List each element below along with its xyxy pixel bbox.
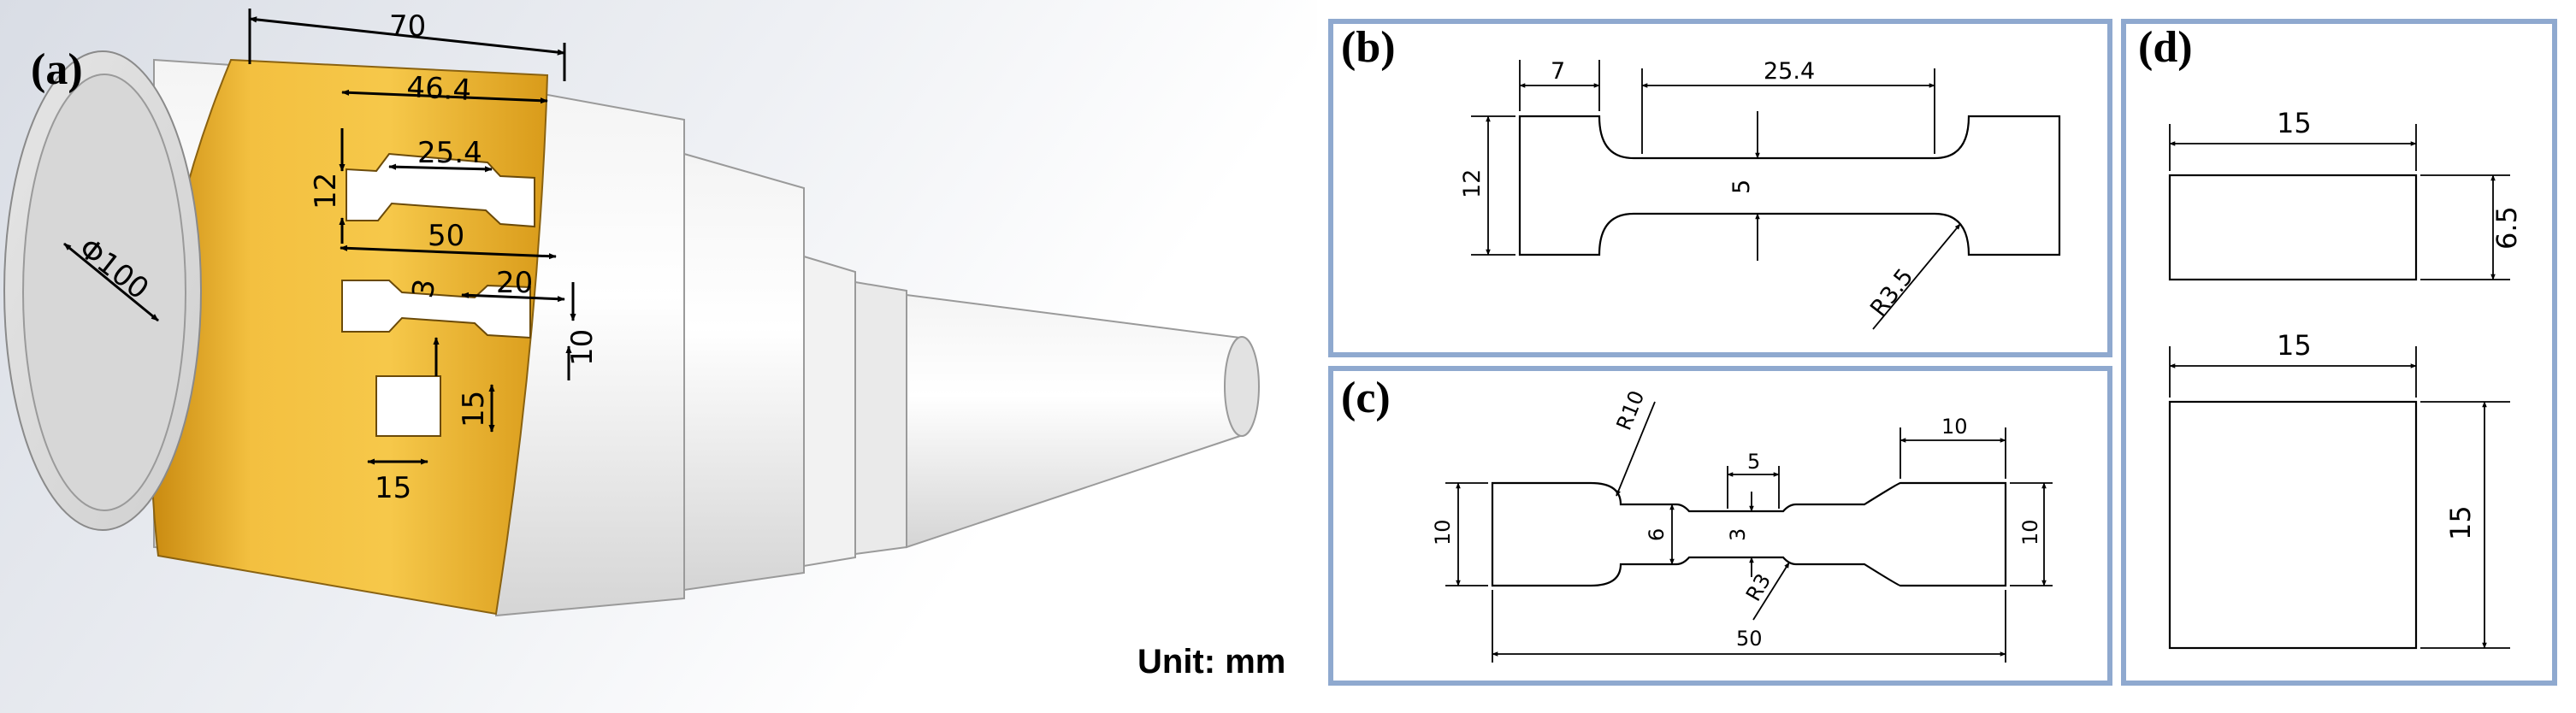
dim-a-small-grip: 20: [496, 266, 533, 300]
dim-b-width: 5: [1728, 180, 1755, 194]
panel-a-dimensions: [63, 9, 576, 465]
panel-b-dim-labels: 7 25.4 12 5 R3.5: [1459, 58, 1919, 321]
dim-c-grip: 10: [1941, 415, 1968, 439]
dim-d-bottom-h: 15: [2444, 505, 2477, 540]
dim-c-neck: 6: [1645, 528, 1669, 541]
panel-label-a: (a): [31, 45, 83, 94]
dim-c-gauge: 5: [1747, 450, 1760, 474]
dim-b-gauge: 25.4: [1764, 58, 1815, 85]
panel-d-blocks: [2168, 174, 2418, 650]
panel-c-dimensions: [1445, 401, 2053, 663]
dim-c-height-right: 10: [2018, 519, 2042, 545]
panel-d-dim-labels: 15 6.5 15 15: [2277, 107, 2523, 540]
dim-b-height: 12: [1459, 169, 1486, 198]
dim-b-radius: R3.5: [1865, 264, 1918, 322]
panel-c-specimen: [1491, 481, 2007, 587]
panel-label-c: (c): [1341, 374, 1391, 422]
dim-a-height: 12: [309, 173, 343, 209]
dim-c-height-left: 10: [1431, 519, 1455, 545]
dim-b-grip: 7: [1551, 58, 1565, 85]
dim-c-total: 50: [1736, 627, 1763, 651]
unit-label: Unit: mm: [1137, 643, 1286, 681]
panel-b-dimensions: [1471, 60, 1961, 330]
panel-b-specimen: [1518, 115, 2061, 256]
shaft-3d: [3, 50, 1260, 617]
dim-a-width: 70: [389, 9, 426, 44]
dim-d-bottom-w: 15: [2277, 329, 2312, 362]
dim-a-small-h: 10: [565, 329, 600, 366]
panel-d-dimensions: [2169, 124, 2510, 649]
dim-a-gauge: 25.4: [417, 136, 482, 170]
dim-d-top-h: 6.5: [2490, 206, 2523, 250]
panel-label-d: (d): [2138, 23, 2193, 72]
dim-c-radius-small: R3: [1741, 569, 1775, 605]
dim-c-width: 3: [1726, 528, 1750, 541]
dim-c-radius-large: R10: [1612, 387, 1650, 433]
dim-a-tensile-len: 46.4: [406, 70, 473, 108]
dim-d-top-w: 15: [2277, 107, 2312, 139]
panel-label-b: (b): [1341, 23, 1396, 72]
dim-a-block-h: 15: [457, 391, 491, 427]
dim-a-small-len: 50: [428, 219, 464, 253]
dim-a-block-w: 15: [375, 471, 411, 505]
panel-c-dim-labels: R10 10 5 10 10 6 3 R3 50: [1431, 387, 2042, 651]
panel-b-frame: [1328, 19, 2112, 357]
